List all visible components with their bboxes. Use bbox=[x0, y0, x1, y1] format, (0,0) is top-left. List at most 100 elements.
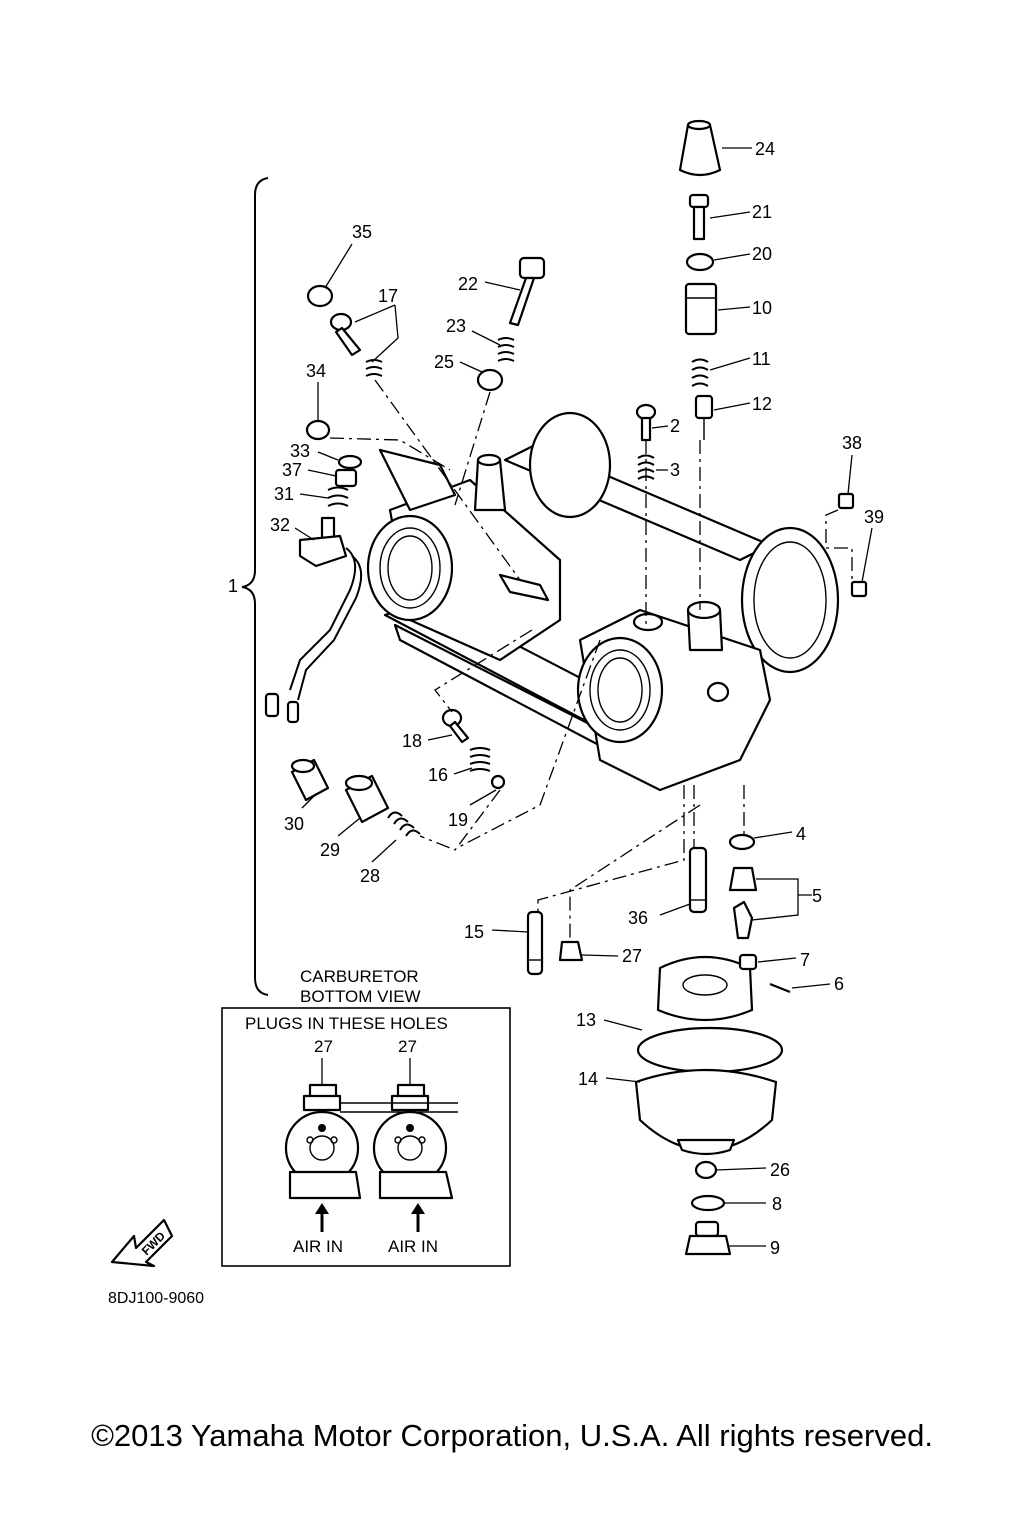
part-25-cap bbox=[476, 368, 504, 392]
callout-2: 2 bbox=[670, 416, 680, 436]
callout-28: 28 bbox=[360, 866, 380, 886]
callout-25: 25 bbox=[434, 352, 454, 372]
part-14-float-bowl bbox=[634, 1068, 778, 1156]
callout-13: 13 bbox=[576, 1010, 596, 1030]
part-18-screw bbox=[441, 708, 470, 744]
part-5-jet bbox=[728, 866, 758, 940]
part-33-washer bbox=[337, 454, 363, 470]
part-36-tube bbox=[688, 846, 708, 914]
callout-11: 11 bbox=[752, 349, 771, 369]
part-20-nut bbox=[685, 252, 715, 272]
part-30-sleeve bbox=[290, 758, 330, 802]
part-34-cap bbox=[305, 419, 331, 441]
part-38-screw bbox=[837, 492, 855, 510]
callout-5: 5 bbox=[812, 886, 822, 906]
callout-34: 34 bbox=[306, 361, 326, 381]
part-3-spring bbox=[637, 454, 655, 480]
part-27-plug bbox=[558, 940, 584, 962]
callout-3: 3 bbox=[670, 460, 680, 480]
part-17-screw bbox=[329, 312, 362, 357]
air-in-arrow-right bbox=[411, 1203, 425, 1232]
callout-26: 26 bbox=[770, 1160, 790, 1180]
callout-9: 9 bbox=[770, 1238, 780, 1258]
inset-plug-left: 27 bbox=[314, 1037, 333, 1056]
air-in-label-right: AIR IN bbox=[388, 1237, 438, 1256]
part-10-starter-body bbox=[684, 282, 718, 336]
callout-38: 38 bbox=[842, 433, 862, 453]
callout-18: 18 bbox=[402, 731, 422, 751]
callout-22: 22 bbox=[458, 274, 478, 294]
callout-37: 37 bbox=[282, 460, 302, 480]
part-6-pin bbox=[769, 982, 791, 994]
callout-27: 27 bbox=[622, 946, 642, 966]
part-31-spring bbox=[327, 486, 349, 507]
air-in-arrow-left bbox=[315, 1203, 329, 1232]
part-21-plunger bbox=[688, 193, 710, 241]
callout-16: 16 bbox=[428, 765, 448, 785]
part-11-spring bbox=[691, 358, 709, 387]
callout-14: 14 bbox=[578, 1069, 598, 1089]
part-8-washer bbox=[690, 1194, 726, 1212]
bottom-view-inset: CARBURETOR BOTTOM VIEW PLUGS IN THESE HO… bbox=[221, 967, 511, 1267]
part-2-screw bbox=[635, 403, 657, 442]
part-29-sleeve bbox=[344, 774, 390, 824]
callout-30: 30 bbox=[284, 814, 304, 834]
callout-1: 1 bbox=[228, 576, 238, 596]
air-in-label-left: AIR IN bbox=[293, 1237, 343, 1256]
part-15-jet bbox=[526, 910, 544, 976]
inset-plug-right: 27 bbox=[398, 1037, 417, 1056]
part-16-spring bbox=[469, 747, 491, 772]
callout-17: 17 bbox=[378, 286, 398, 306]
part-7-float bbox=[656, 953, 758, 1022]
inset-title-line2: BOTTOM VIEW bbox=[300, 987, 421, 1006]
callout-numbers: 24 21 20 10 11 12 2 3 38 39 35 17 22 23 … bbox=[228, 139, 884, 1258]
part-39-screw bbox=[850, 580, 868, 598]
callout-33: 33 bbox=[290, 441, 310, 461]
part-12-needle bbox=[694, 394, 714, 440]
callout-35: 35 bbox=[352, 222, 372, 242]
callout-31: 31 bbox=[274, 484, 294, 504]
plug-hole-right bbox=[406, 1124, 414, 1132]
leader-lines bbox=[294, 147, 873, 1247]
carburetor-body bbox=[366, 411, 840, 792]
part-23-spring bbox=[497, 337, 515, 362]
callout-29: 29 bbox=[320, 840, 340, 860]
part-32-sensor bbox=[264, 516, 363, 724]
callout-21: 21 bbox=[752, 202, 772, 222]
part-9-drain-plug bbox=[684, 1220, 732, 1256]
callout-4: 4 bbox=[796, 824, 806, 844]
part-28-spring bbox=[387, 811, 421, 837]
callout-23: 23 bbox=[446, 316, 466, 336]
part-24-cap bbox=[678, 119, 722, 177]
callout-20: 20 bbox=[752, 244, 772, 264]
drawing-code: 8DJ100-9060 bbox=[108, 1290, 205, 1307]
centerlines bbox=[329, 379, 745, 942]
assembly-bracket bbox=[241, 177, 269, 996]
callout-15: 15 bbox=[464, 922, 484, 942]
part-35-cap bbox=[306, 284, 334, 308]
callout-12: 12 bbox=[752, 394, 772, 414]
part-19-clip bbox=[490, 774, 506, 790]
copyright-notice: ©2013 Yamaha Motor Corporation, U.S.A. A… bbox=[91, 1418, 933, 1453]
inset-box bbox=[221, 1007, 511, 1267]
inset-title-line1: CARBURETOR bbox=[300, 967, 419, 986]
part-22-screw bbox=[508, 256, 546, 327]
callout-39: 39 bbox=[864, 507, 884, 527]
callout-32: 32 bbox=[270, 515, 290, 535]
part-26-screw bbox=[694, 1160, 718, 1180]
part-4-washer bbox=[728, 833, 756, 851]
callout-36: 36 bbox=[628, 908, 648, 928]
callout-7: 7 bbox=[800, 950, 810, 970]
part-13-oring bbox=[636, 1026, 784, 1074]
inset-header: PLUGS IN THESE HOLES bbox=[245, 1014, 448, 1033]
callout-10: 10 bbox=[752, 298, 772, 318]
callout-19: 19 bbox=[448, 810, 468, 830]
fwd-arrow-icon: FWD bbox=[110, 1218, 174, 1268]
callout-8: 8 bbox=[772, 1194, 782, 1214]
callout-24: 24 bbox=[755, 139, 775, 159]
plug-hole-left bbox=[318, 1124, 326, 1132]
callout-6: 6 bbox=[834, 974, 844, 994]
part-17-spring bbox=[365, 359, 383, 377]
part-37-nut bbox=[334, 468, 358, 488]
